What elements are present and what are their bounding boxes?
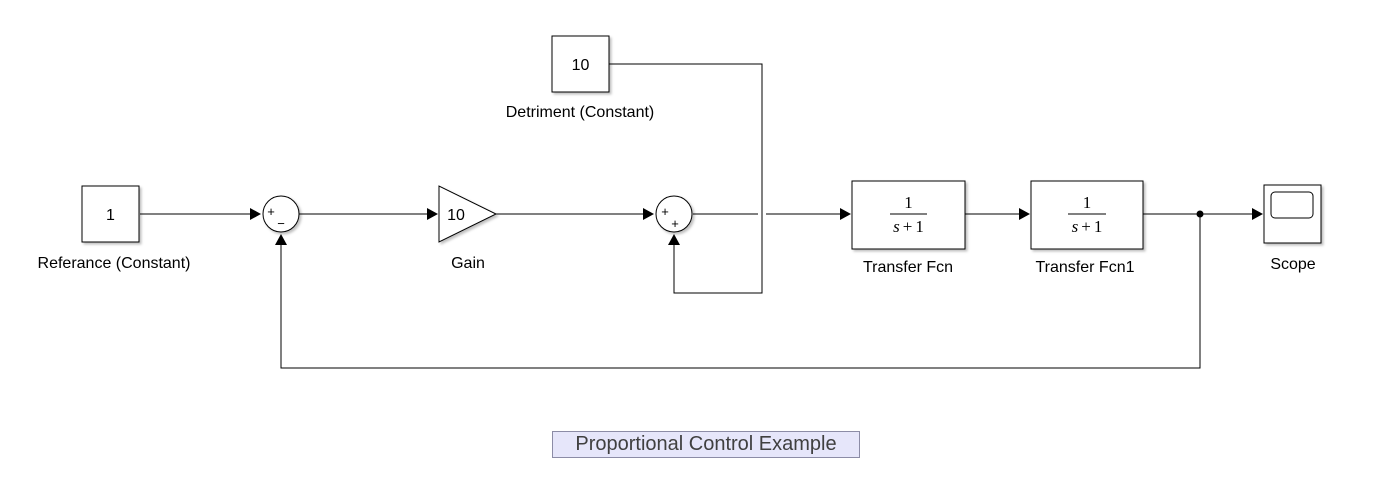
sum2-circle[interactable] xyxy=(655,195,693,233)
signal-detriment-to-sum2[interactable] xyxy=(609,63,763,294)
detriment-label[interactable]: Detriment (Constant) xyxy=(506,104,655,121)
arrowhead-tf1-input xyxy=(1019,208,1030,220)
arrowhead-tf-input xyxy=(840,208,851,220)
scope-screen-icon xyxy=(1270,191,1314,219)
transfer-fcn-numerator: 1 xyxy=(904,193,913,212)
sum2-block[interactable]: + + xyxy=(655,195,693,233)
reference-block-body[interactable] xyxy=(81,185,140,243)
sum2-sign-bottom: + xyxy=(671,216,679,231)
arrowhead-sum2-bottom-input xyxy=(668,234,680,245)
sum2-sign-top: + xyxy=(661,204,669,219)
arrowheads xyxy=(250,208,1263,245)
gain-label[interactable]: Gain xyxy=(451,255,485,272)
gain-value: 10 xyxy=(447,207,465,224)
arrowhead-sum1-bottom-input xyxy=(275,234,287,245)
transfer-fcn1-numerator: 1 xyxy=(1083,193,1092,212)
transfer-fcn-body[interactable] xyxy=(851,180,966,250)
sum1-sign-bottom: − xyxy=(277,216,285,231)
transfer-fcn-block[interactable]: 1 s+1 xyxy=(851,180,966,250)
arrowhead-scope-input xyxy=(1252,208,1263,220)
signal-feedback-to-sum1[interactable] xyxy=(280,214,1201,369)
scope-block[interactable] xyxy=(1263,184,1322,244)
sum1-sign-top: + xyxy=(267,204,275,219)
annotation-text[interactable]: Proportional Control Example xyxy=(552,431,860,458)
scope-label[interactable]: Scope xyxy=(1270,256,1315,273)
reference-constant-block[interactable]: 1 xyxy=(81,185,140,243)
detriment-constant-block[interactable]: 10 xyxy=(551,35,610,93)
sum1-circle[interactable] xyxy=(262,195,300,233)
signal-lines xyxy=(140,63,1252,369)
transfer-fcn1-body[interactable] xyxy=(1030,180,1144,250)
arrowhead-sum2-input xyxy=(643,208,654,220)
reference-value: 1 xyxy=(106,207,115,224)
transfer-fcn1-label[interactable]: Transfer Fcn1 xyxy=(1036,259,1135,276)
transfer-fcn-label[interactable]: Transfer Fcn xyxy=(863,259,953,276)
transfer-fcn1-denominator: s+1 xyxy=(1072,217,1103,236)
arrowhead-gain-input xyxy=(427,208,438,220)
transfer-fcn-denominator: s+1 xyxy=(893,217,924,236)
detriment-block-body[interactable] xyxy=(551,35,610,93)
gain-block[interactable]: 10 xyxy=(438,185,498,243)
arrowhead-sum1-input xyxy=(250,208,261,220)
reference-label[interactable]: Referance (Constant) xyxy=(38,255,191,272)
transfer-fcn1-block[interactable]: 1 s+1 xyxy=(1030,180,1144,250)
sum1-block[interactable]: + − xyxy=(262,195,300,233)
gain-triangle[interactable] xyxy=(438,185,498,243)
detriment-value: 10 xyxy=(572,57,590,74)
branch-point[interactable] xyxy=(1196,210,1204,218)
